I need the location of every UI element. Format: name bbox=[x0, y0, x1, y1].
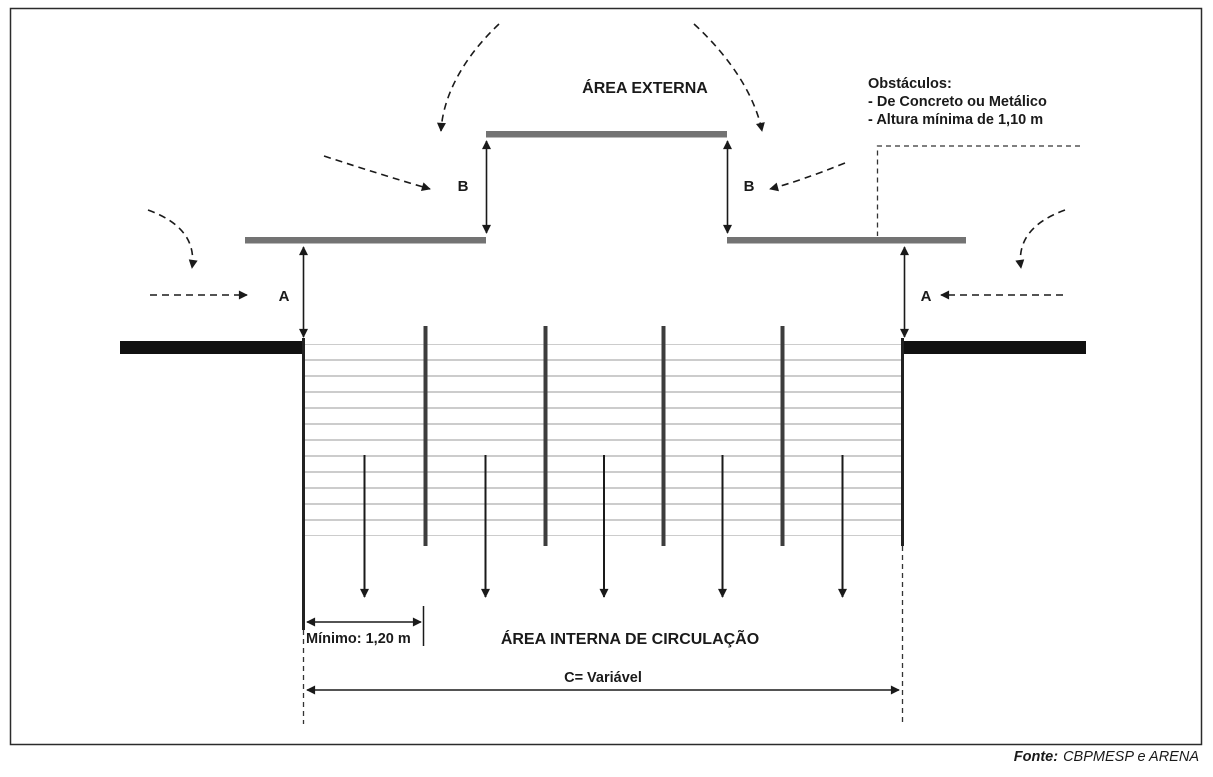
dim-b-right-label: B bbox=[744, 178, 755, 195]
obstacles-item-2: - Altura mínima de 1,10 m bbox=[868, 112, 1043, 128]
obstacles-title: Obstáculos: bbox=[868, 76, 952, 92]
obstacles-item-1: - De Concreto ou Metálico bbox=[868, 94, 1047, 110]
obstacles-leader-line bbox=[876, 145, 1080, 236]
area-interna-label: ÁREA INTERNA DE CIRCULAÇÃO bbox=[501, 628, 759, 648]
dim-b-left-label: B bbox=[458, 178, 469, 195]
area-externa-label: ÁREA EXTERNA bbox=[582, 78, 708, 97]
lower-roof-bar-right bbox=[727, 237, 966, 244]
lower-roof-bar-left bbox=[245, 237, 486, 244]
wind-curve-far-right bbox=[1015, 209, 1066, 269]
upper-roof-bar bbox=[486, 131, 727, 138]
source-text: CBPMESP e ARENA bbox=[1063, 749, 1199, 765]
wall-right bbox=[904, 341, 1086, 354]
wall-left bbox=[120, 341, 304, 354]
minimo-label: Mínimo: 1,20 m bbox=[306, 631, 411, 647]
dim-a-right-label: A bbox=[921, 288, 932, 305]
wind-curve-far-left bbox=[147, 209, 198, 269]
source-caption: Fonte:CBPMESP e ARENA bbox=[1014, 749, 1199, 765]
wind-arrow-top-right bbox=[693, 23, 765, 132]
wind-arrow-mid-right bbox=[769, 162, 846, 192]
wind-arrow-mid-left bbox=[323, 155, 431, 192]
source-label: Fonte: bbox=[1013, 749, 1059, 765]
wind-arrow-top-left bbox=[436, 23, 500, 132]
c-variavel-label: C= Variável bbox=[564, 670, 642, 686]
dim-a-left-label: A bbox=[279, 288, 290, 305]
figure-border bbox=[9, 7, 1203, 746]
